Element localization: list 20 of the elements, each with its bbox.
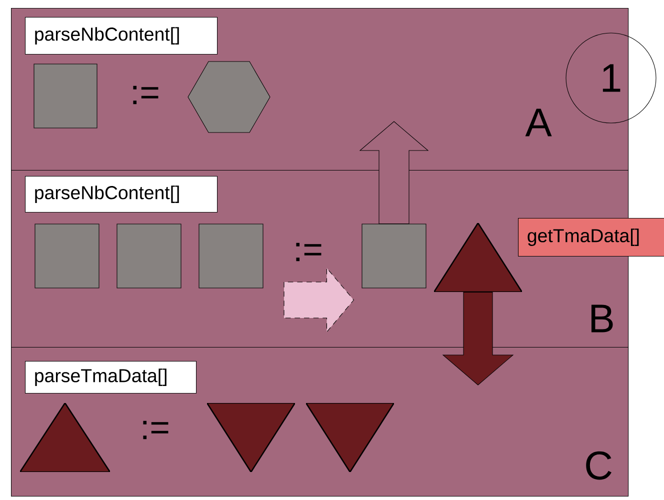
block-arrow (359, 121, 429, 224)
square (34, 224, 100, 288)
assignment-symbol: := (143, 420, 168, 440)
function-label: getTmaData[] (518, 218, 664, 257)
triangle (207, 403, 295, 472)
square (116, 224, 182, 288)
block-arrow (284, 267, 354, 333)
square (34, 64, 98, 128)
function-label: parseNbContent[] (25, 176, 218, 213)
square (362, 224, 426, 288)
triangle (20, 403, 110, 472)
triangle (306, 403, 394, 472)
triangle (434, 223, 522, 292)
assignment-symbol: := (296, 242, 322, 262)
square (198, 224, 264, 288)
function-label: parseTmaData[] (25, 361, 197, 394)
hexagon (188, 61, 270, 133)
block-arrow (442, 292, 514, 386)
assignment-symbol: := (133, 86, 158, 104)
function-label: parseNbContent[] (25, 17, 218, 55)
